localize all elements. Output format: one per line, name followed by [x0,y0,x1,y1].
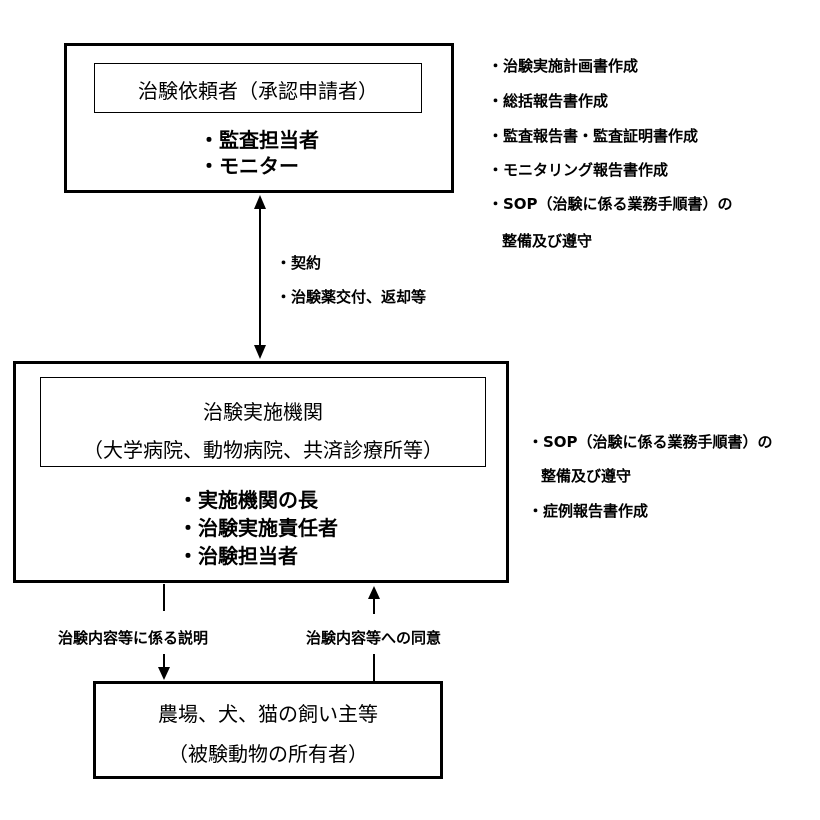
sponsor-task-4: ・モニタリング報告書作成 [488,161,669,179]
sponsor-task-1: ・治験実施計画書作成 [488,57,639,75]
sponsor-box: 治験依頼者（承認申請者） ・監査担当者 ・モニター [64,43,454,193]
institution-subtitle: （大学病院、動物病院、共済診療所等） [83,438,443,462]
consent-arrow-head [368,586,380,599]
institution-member-investigator: ・治験実施責任者 [178,516,338,540]
sponsor-member-auditor: ・監査担当者 [199,128,319,152]
institution-box: 治験実施機関 （大学病院、動物病院、共済診療所等） ・実施機関の長 ・治験実施責… [13,361,509,583]
consent-label: 治験内容等への同意 [306,629,442,647]
sponsor-task-3: ・監査報告書・監査証明書作成 [488,127,699,145]
sponsor-task-6: 整備及び遵守 [502,232,593,250]
institution-task-3: ・症例報告書作成 [528,502,649,520]
owner-title: 農場、犬、猫の飼い主等 [158,702,378,726]
institution-member-staff: ・治験担当者 [178,544,298,568]
sponsor-task-5: ・SOP（治験に係る業務手順書）の [488,195,733,213]
sponsor-task-2: ・総括報告書作成 [488,92,609,110]
sponsor-title: 治験依頼者（承認申請者） [138,79,378,103]
institution-title-box: 治験実施機関 （大学病院、動物病院、共済診療所等） [40,377,486,467]
institution-member-head: ・実施機関の長 [178,488,318,512]
contract-arrow-down-head [254,345,266,359]
owner-subtitle: （被験動物の所有者） [168,742,368,766]
sponsor-member-monitor: ・モニター [199,154,299,178]
contract-label: ・契約 [276,254,322,272]
drug-delivery-label: ・治験薬交付、返却等 [276,288,427,306]
owner-box: 農場、犬、猫の飼い主等 （被験動物の所有者） [93,681,443,779]
explanation-label: 治験内容等に係る説明 [58,629,209,647]
sponsor-title-box: 治験依頼者（承認申請者） [94,63,422,113]
institution-task-1: ・SOP（治験に係る業務手順書）の [528,433,773,451]
institution-task-2: 整備及び遵守 [541,467,632,485]
explanation-arrow-head [158,667,170,680]
contract-arrow-up-head [254,195,266,209]
institution-title: 治験実施機関 [203,400,323,424]
